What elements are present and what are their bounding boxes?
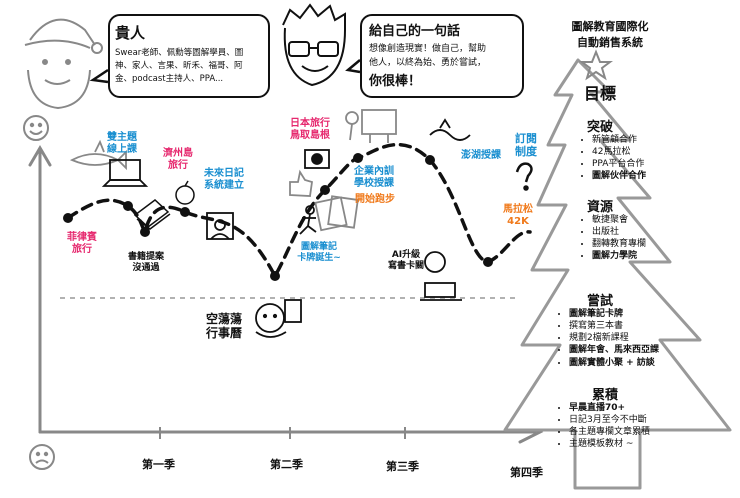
resources-item: 圖解力學院 (592, 250, 646, 262)
self-message-heading: 給自己的一句話 (369, 24, 461, 39)
question-mark-icon (515, 162, 533, 191)
guide-bubble (108, 14, 270, 98)
breakthrough-heading: 突破 (586, 120, 613, 135)
axes (28, 145, 544, 444)
milestone-future-diary: 未來日記 系統建立 (204, 168, 244, 191)
waves-icon (429, 118, 471, 141)
milestone-ai-upgrade: AI升級 寫書卡關 (387, 250, 424, 271)
resources-item: 翻轉教育專欄 (592, 238, 646, 250)
sad-face-icon (29, 444, 55, 470)
resources-item: 敏捷聚會 (592, 214, 646, 226)
star-icon (579, 49, 613, 81)
laptop-icon (101, 159, 149, 187)
presentation-icon (345, 109, 397, 143)
frame-portrait-icon (206, 212, 234, 240)
guide-text-line-3: 金、podcast主持人、PPA... (115, 74, 224, 84)
attempts-item: 圖解實體小聚 + 訪談 (569, 357, 659, 369)
thumbs-up-icon (289, 169, 314, 197)
breakthrough-item: 42馬拉松 (592, 146, 646, 158)
runner-icon (299, 205, 317, 235)
self-message-line-2: 他人，以終為始、勇於嘗試， (369, 58, 487, 68)
accumulate-item: 各主題專欄文章累積 (569, 426, 650, 438)
milestone-marathon: 馬拉松 42K (503, 204, 533, 227)
self-message-bubble (360, 14, 524, 98)
attempts-item: 規劃2檔新課程 (569, 332, 659, 344)
accumulate-list: 早晨直播70+ 日記3月至今不中斷 各主題專欄文章累積 主題模板教材 ~ (555, 402, 650, 451)
breakthrough-item: 新管顧合作 (592, 134, 646, 146)
milestone-corporate-training: 企業內訓 學校授課 (354, 166, 394, 189)
accumulate-item: 日記3月至今不中斷 (569, 414, 650, 426)
milestone-japan: 日本旅行 鳥取島根 (290, 118, 330, 141)
journey-curve (66, 142, 532, 280)
milestone-penghu: 澎湖授課 (461, 150, 501, 161)
orange-fruit-icon (175, 180, 195, 205)
santa-icon (24, 18, 103, 110)
milestone-dual-online-course: 雙主題 線上課 (107, 132, 137, 155)
y-axis-arrow (28, 145, 52, 167)
accumulate-item: 主題模板教材 ~ (569, 438, 650, 450)
quarter-ticks (159, 427, 406, 439)
attempts-item: 圖解筆記卡牌 (569, 308, 659, 320)
tired-person-icon (255, 299, 302, 338)
quarter-label-2: 第二季 (270, 458, 303, 471)
happy-face-icon (23, 115, 49, 141)
christmas-tree-outline (503, 58, 732, 490)
accumulate-item: 早晨直播70+ (569, 402, 650, 414)
laptop-user-icon (420, 251, 462, 301)
resources-heading: 資源 (586, 200, 613, 215)
resources-item: 出版社 (592, 226, 646, 238)
attempts-item: 圖解年會、馬來西亞課 (569, 344, 659, 356)
milestone-empty-calendar: 空蕩蕩 行事曆 (205, 312, 242, 341)
milestone-book-proposal: 書籍提案 沒通過 (127, 252, 164, 273)
breakthrough-item: 圖解伙伴合作 (592, 170, 646, 182)
guide-text-line-2: 神、家人、言果、昕禾、福哥、阿 (115, 61, 243, 71)
milestone-note-cards: 圖解筆記 卡牌誕生~ (297, 242, 341, 263)
breakthrough-item: PPA平台合作 (592, 158, 646, 170)
curve-points (63, 153, 493, 281)
attempts-list: 圖解筆記卡牌 撰寫第三本書 規劃2檔新課程 圖解年會、馬來西亞課 圖解實體小聚 … (555, 308, 659, 369)
message-bubble-tail (345, 59, 361, 74)
breakthrough-list: 新管顧合作 42馬拉松 PPA平台合作 圖解伙伴合作 (578, 134, 646, 183)
attempts-item: 撰寫第三本書 (569, 320, 659, 332)
milestone-running: 開始跑步 (355, 194, 395, 205)
attempts-heading: 嘗試 (586, 294, 613, 309)
guide-text-line-1: Swear老師、佩勳等圖解學員、圖 (115, 48, 244, 58)
self-message-line-1: 想像創造現實！做自己，幫助 (369, 44, 487, 54)
book-icon (133, 199, 171, 230)
quarter-label-3: 第三季 (386, 460, 419, 473)
title-line-1: 圖解教育國際化 (571, 20, 649, 33)
flag-japan-icon (304, 149, 330, 169)
milestone-philippines: 菲律賓 旅行 (67, 232, 97, 255)
milestone-subscription: 訂閱 制度 (515, 132, 537, 159)
goal-heading: 目標 (583, 84, 616, 103)
title-line-2: 自動銷售系統 (577, 36, 643, 49)
self-message-line-3: 你很棒！ (369, 74, 422, 89)
accumulate-heading: 累積 (591, 388, 618, 403)
quarter-label-1: 第一季 (142, 458, 175, 471)
resources-list: 敏捷聚會 出版社 翻轉教育專欄 圖解力學院 (578, 214, 646, 263)
card-stack-icon (314, 195, 359, 232)
quarter-label-4: 第四季 (510, 466, 543, 479)
self-portrait-icon (282, 3, 346, 87)
guide-heading: 貴人 (115, 24, 146, 42)
guide-bubble-tail (89, 68, 109, 84)
milestone-jeju: 濟州島 旅行 (163, 148, 193, 171)
